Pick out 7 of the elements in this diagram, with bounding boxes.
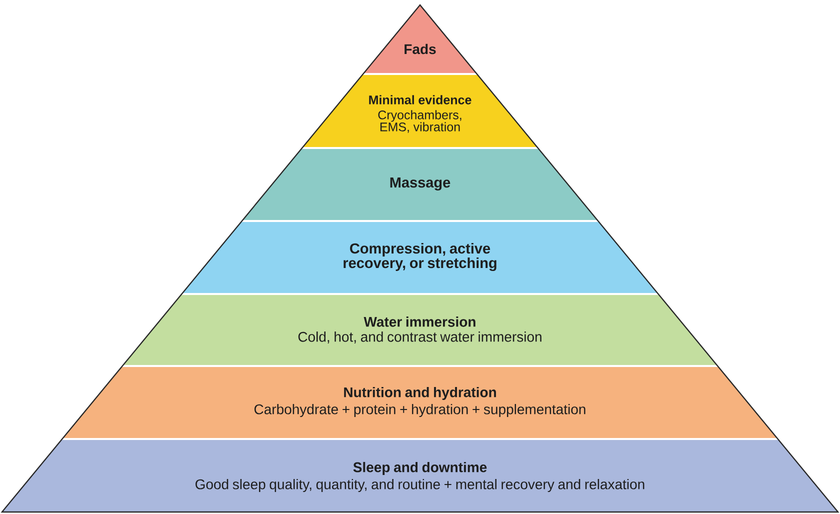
pyramid-tier: Minimal evidence Cryochambers, EMS, vibration (302, 75, 538, 147)
pyramid-tier: Sleep and downtime Good sleep quality, quantity, and routine + mental recovery and relaxation (2, 440, 838, 512)
pyramid-tier: Water immersion Cold, hot, and contrast water immersion (123, 295, 717, 365)
pyramid-tier: Massage (242, 149, 598, 220)
pyramid-tier: Fads (364, 5, 476, 73)
pyramid-tier: Compression, active recovery, or stretching (182, 222, 658, 293)
pyramid-tier: Nutrition and hydration Carbohydrate + protein + hydration + supplementation (63, 367, 777, 438)
